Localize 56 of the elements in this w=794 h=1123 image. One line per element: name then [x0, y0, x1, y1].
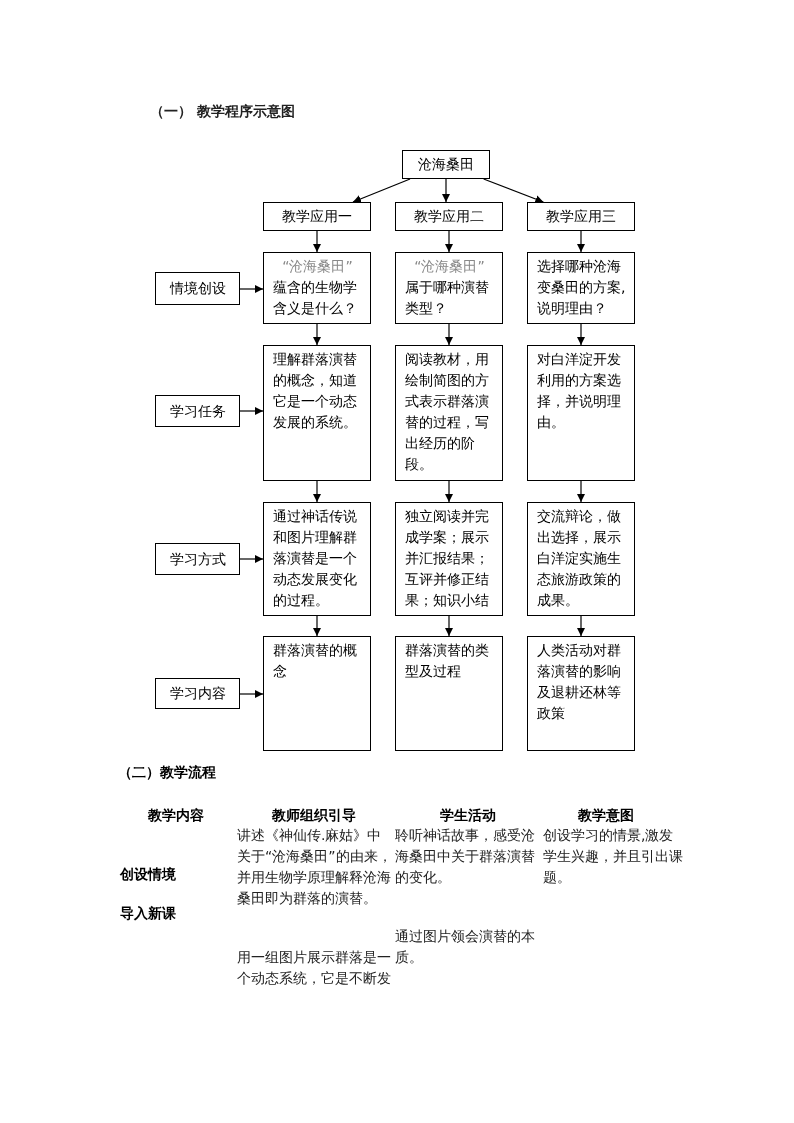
box-text: 属于哪种演替类型？: [405, 278, 490, 318]
label-box: 情境创设: [155, 272, 240, 305]
process-box: 独立阅读并完成学案；展示并汇报结果；互评并修正结果；知识小结: [395, 502, 503, 616]
process-box: 群落演替的类型及过程: [395, 636, 503, 751]
process-box: [263, 252, 371, 324]
heading-box: 教学应用二: [395, 202, 503, 231]
table-text: 用一组图片展示群落是一个动态系统，它是不断发: [237, 948, 392, 988]
arrow: [239, 690, 264, 698]
arrow: [313, 615, 321, 637]
arrow: [313, 480, 321, 503]
arrow: [577, 230, 585, 253]
quoted-term: “沧海桑田”: [414, 257, 485, 276]
row-header: 导入新课: [120, 904, 176, 923]
label-box: 学习方式: [155, 543, 240, 575]
box-text: 蕴含的生物学含义是什么？: [273, 278, 358, 318]
process-box: 群落演替的概念: [263, 636, 371, 751]
column-header: 教师组织引导: [272, 806, 356, 825]
process-box: 选择哪种沧海变桑田的方案,说明理由？: [527, 252, 635, 324]
arrow: [442, 178, 450, 203]
process-box: 对白洋淀开发利用的方案选择，并说明理由。: [527, 345, 635, 481]
column-header: 学生活动: [440, 806, 496, 825]
arrow: [577, 323, 585, 346]
arrow: [445, 480, 453, 503]
process-box: 通过神话传说和图片理解群落演替是一个动态发展变化的过程。: [263, 502, 371, 616]
arrow: [239, 407, 264, 415]
column-header: 教学意图: [578, 806, 634, 825]
process-box: 交流辩论，做出选择，展示白洋淀实施生态旅游政策的成果。: [527, 502, 635, 616]
arrow: [445, 615, 453, 637]
quoted-term: “沧海桑田”: [282, 257, 353, 276]
section-title: （二）教学流程: [118, 763, 216, 782]
table-text: 创设学习的情景,激发学生兴趣，并且引出课题。: [543, 826, 683, 887]
row-header: 创设情境: [120, 865, 176, 884]
arrow: [445, 323, 453, 346]
arrow: [483, 178, 544, 203]
arrow: [577, 615, 585, 637]
arrow: [239, 285, 264, 293]
arrow: [239, 555, 264, 563]
table-text: 聆听神话故事，感受沧海桑田中关于群落演替的变化。: [395, 826, 536, 887]
arrow: [352, 178, 411, 203]
process-box: 理解群落演替的概念，知道它是一个动态发展的系统。: [263, 345, 371, 481]
process-box: 人类活动对群落演替的影响及退耕还林等政策: [527, 636, 635, 751]
heading-box: 教学应用一: [263, 202, 371, 231]
arrow: [313, 230, 321, 253]
table-text: 通过图片领会演替的本质。: [395, 927, 536, 967]
heading-box: 教学应用三: [527, 202, 635, 231]
arrow: [577, 480, 585, 503]
process-box: 阅读教材，用绘制简图的方式表示群落演替的过程，写出经历的阶段。: [395, 345, 503, 481]
arrow: [313, 323, 321, 346]
heading-box: 沧海桑田: [402, 150, 490, 179]
arrow: [445, 230, 453, 253]
column-header: 教学内容: [148, 806, 204, 825]
process-box: [395, 252, 503, 324]
section-title: （一） 教学程序示意图: [150, 102, 295, 121]
label-box: 学习任务: [155, 395, 240, 427]
label-box: 学习内容: [155, 678, 240, 709]
table-text: 讲述《神仙传.麻姑》中关于“沧海桑田”的由来，并用生物学原理解释沧海桑田即为群落的演替。: [237, 826, 393, 908]
